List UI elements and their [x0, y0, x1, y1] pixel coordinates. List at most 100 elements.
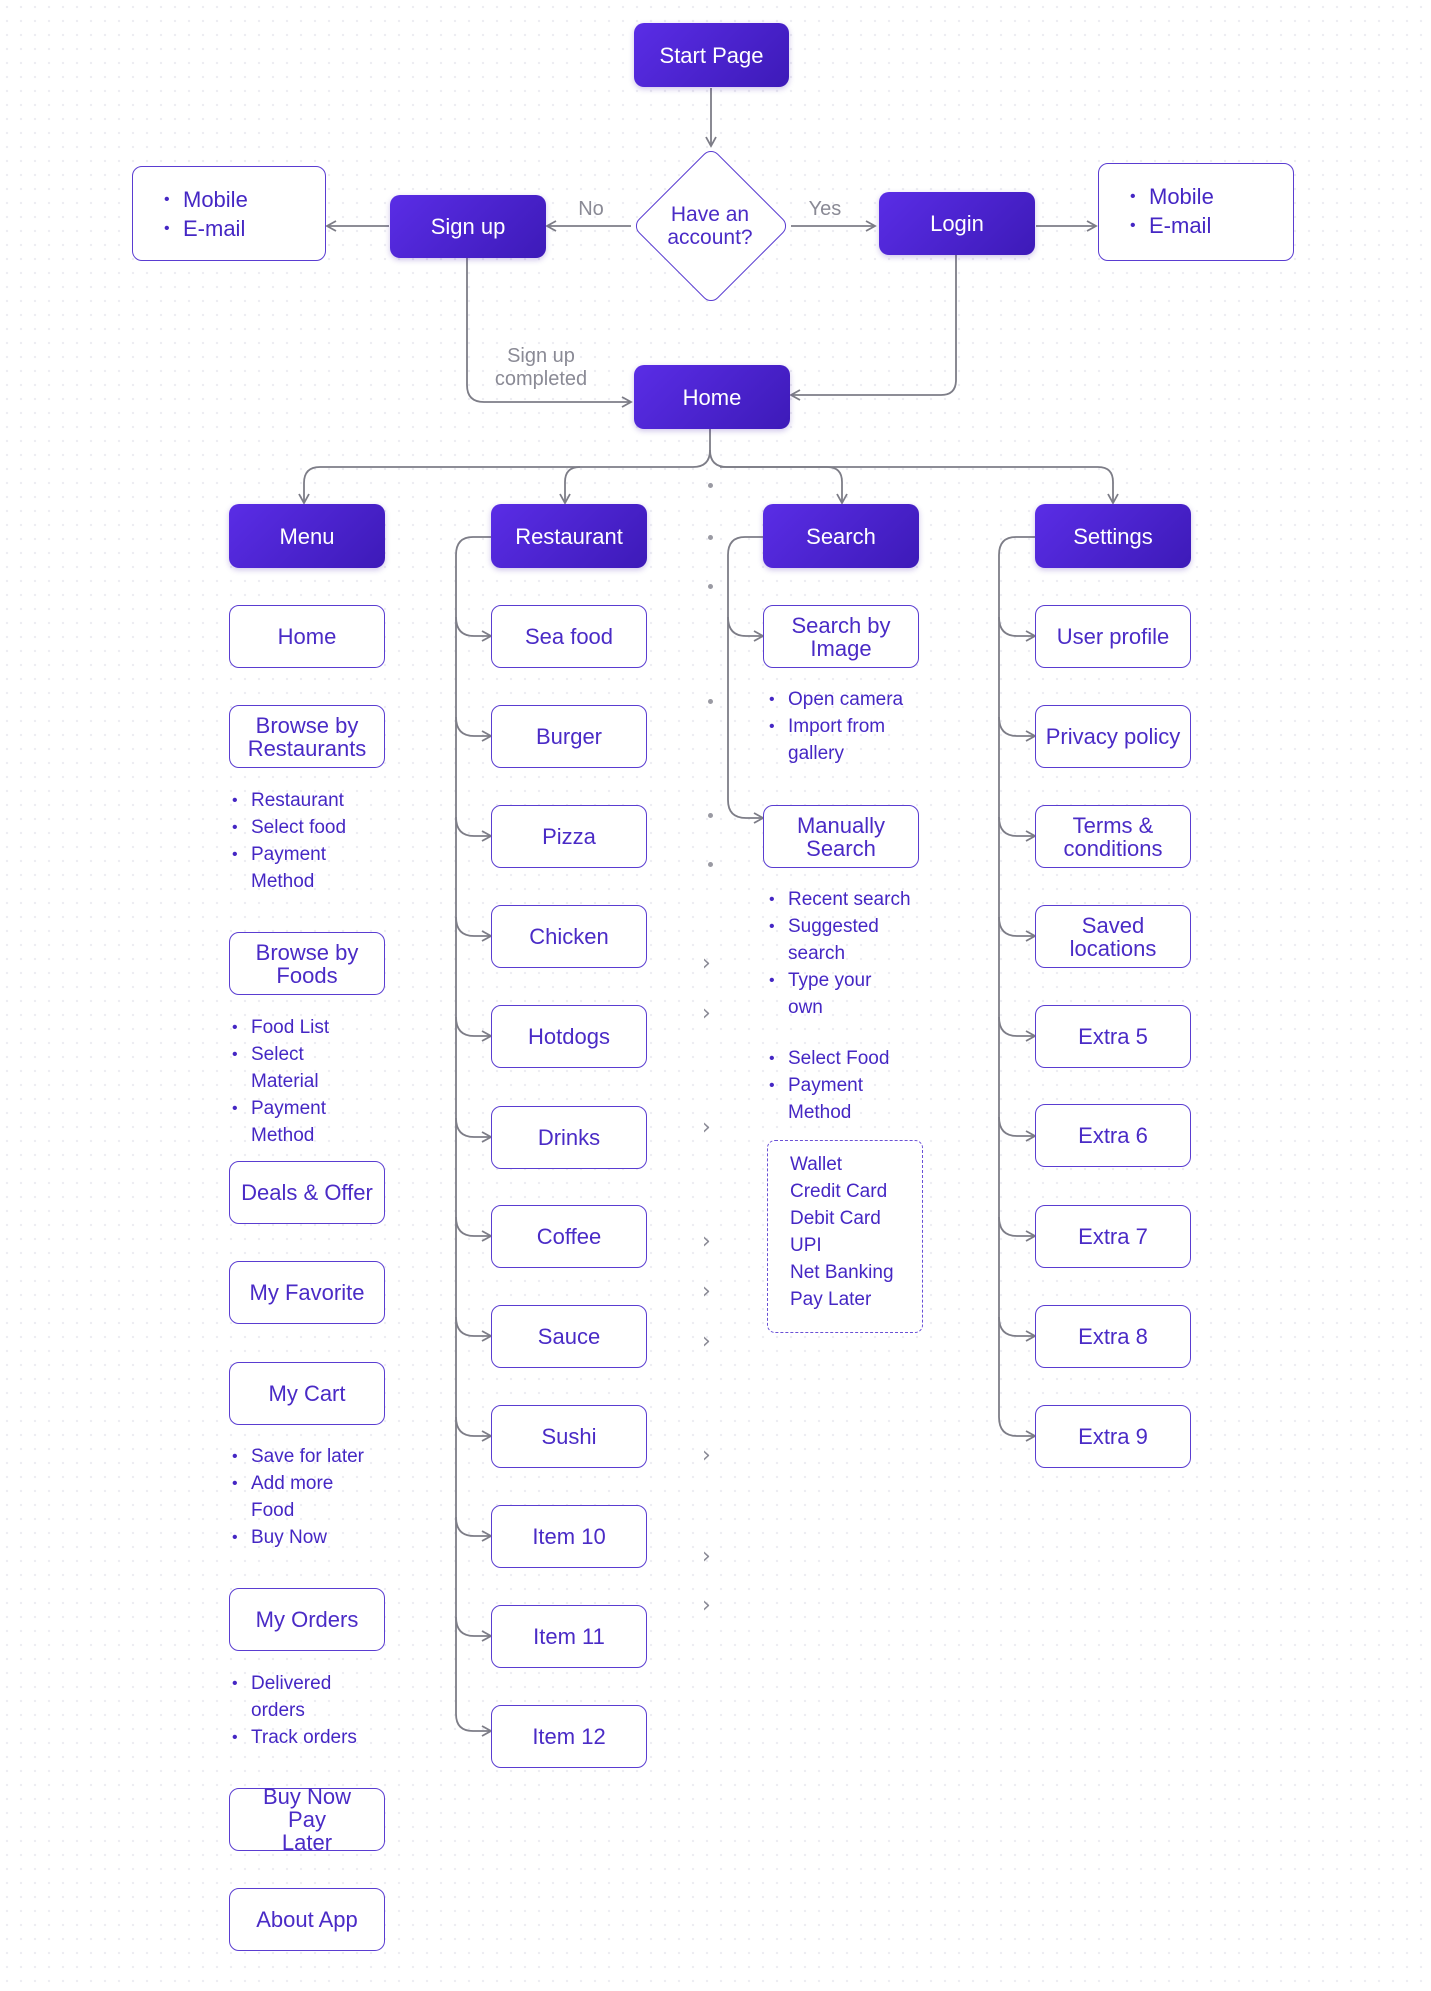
browse-foods-steps: Food List Select Material Payment Method	[231, 1014, 361, 1149]
payment-upi: UPI	[790, 1235, 822, 1256]
login-methods-box: Mobile E-mail	[1098, 163, 1294, 261]
option-open-camera: Open camera	[768, 686, 928, 713]
chevron-right-icon: ›	[702, 1593, 711, 1618]
restaurant-item-coffee[interactable]: Coffee	[491, 1205, 647, 1268]
browse-restaurants-steps: Restaurant Select food Payment Method	[231, 787, 381, 895]
search-image-options: Open camera Import from gallery	[768, 686, 928, 767]
restaurant-item-sauce[interactable]: Sauce	[491, 1305, 647, 1368]
restaurant-item-12[interactable]: Item 12	[491, 1705, 647, 1768]
settings-saved-locations[interactable]: Saved locations	[1035, 905, 1191, 968]
payment-credit-card: Credit Card	[790, 1181, 888, 1202]
option-recent-search: Recent search	[768, 886, 928, 913]
payment-debit-card: Debit Card	[790, 1208, 881, 1229]
cart-actions: Save for later Add more Food Buy Now	[231, 1443, 381, 1551]
edge-login-home	[789, 254, 957, 401]
no-label: No	[578, 198, 604, 220]
settings-privacy-policy[interactable]: Privacy policy	[1035, 705, 1191, 768]
chevron-right-icon: ›	[702, 1229, 711, 1254]
menu-home[interactable]: Home	[229, 605, 385, 668]
yes-label: Yes	[808, 198, 842, 220]
connector-dot	[708, 483, 713, 488]
payment-pay-later: Pay Later	[790, 1289, 872, 1310]
settings-extra-9[interactable]: Extra 9	[1035, 1405, 1191, 1468]
restaurant-node[interactable]: Restaurant	[491, 504, 647, 568]
connector-dot	[708, 535, 713, 540]
step-select-food: Select food	[231, 814, 381, 841]
step-select-material: Select Material	[231, 1041, 329, 1095]
restaurant-item-sea-food[interactable]: Sea food	[491, 605, 647, 668]
settings-user-profile[interactable]: User profile	[1035, 605, 1191, 668]
option-suggested-search: Suggested search	[768, 913, 898, 967]
settings-extra-6[interactable]: Extra 6	[1035, 1104, 1191, 1167]
menu-my-cart[interactable]: My Cart	[229, 1362, 385, 1425]
menu-browse-foods[interactable]: Browse by Foods	[229, 932, 385, 995]
chevron-right-icon: ›	[702, 951, 711, 976]
chevron-right-icon: ›	[702, 1443, 711, 1468]
step-restaurant: Restaurant	[231, 787, 381, 814]
signup-completed-label: Sign up completed	[494, 345, 588, 390]
manual-search-options: Recent search Suggested search Type your…	[768, 886, 928, 1021]
restaurant-item-hotdogs[interactable]: Hotdogs	[491, 1005, 647, 1068]
step-payment-method: Payment Method	[231, 841, 341, 895]
login-method-email: E-mail	[1129, 211, 1273, 240]
connector-dot	[708, 699, 713, 704]
orders-delivered: Delivered orders	[231, 1670, 351, 1724]
chevron-right-icon: ›	[702, 1001, 711, 1026]
signup-method-mobile: Mobile	[163, 185, 305, 214]
restaurant-item-burger[interactable]: Burger	[491, 705, 647, 768]
settings-node[interactable]: Settings	[1035, 504, 1191, 568]
signup-methods-box: Mobile E-mail	[132, 166, 326, 261]
step-food-list: Food List	[231, 1014, 361, 1041]
chevron-right-icon: ›	[702, 1115, 711, 1140]
login-method-mobile: Mobile	[1129, 182, 1273, 211]
search-node[interactable]: Search	[763, 504, 919, 568]
restaurant-item-sushi[interactable]: Sushi	[491, 1405, 647, 1468]
search-manually[interactable]: Manually Search	[763, 805, 919, 868]
chevron-right-icon: ›	[702, 1329, 711, 1354]
restaurant-item-drinks[interactable]: Drinks	[491, 1106, 647, 1169]
connector-dot	[708, 862, 713, 867]
payment-methods-box: Wallet Credit Card Debit Card UPI Net Ba…	[767, 1140, 923, 1333]
menu-my-favorite[interactable]: My Favorite	[229, 1261, 385, 1324]
start-page-node[interactable]: Start Page	[634, 23, 789, 87]
search-by-image[interactable]: Search by Image	[763, 605, 919, 668]
restaurant-item-pizza[interactable]: Pizza	[491, 805, 647, 868]
edge-signup-home	[466, 258, 633, 408]
chevron-right-icon: ›	[702, 1544, 711, 1569]
cart-save-later: Save for later	[231, 1443, 381, 1470]
search-order-steps: Select Food Payment Method	[768, 1045, 928, 1126]
settings-extra-8[interactable]: Extra 8	[1035, 1305, 1191, 1368]
menu-buy-now-pay-later[interactable]: Buy Now Pay Later	[229, 1785, 385, 1854]
orders-actions: Delivered orders Track orders	[231, 1670, 381, 1751]
chevron-right-icon: ›	[702, 1279, 711, 1304]
login-node[interactable]: Login	[879, 192, 1035, 255]
step-payment-method-foods: Payment Method	[231, 1095, 341, 1149]
orders-track: Track orders	[231, 1724, 381, 1751]
menu-my-orders[interactable]: My Orders	[229, 1588, 385, 1651]
cart-add-more: Add more Food	[231, 1470, 351, 1524]
restaurant-item-10[interactable]: Item 10	[491, 1505, 647, 1568]
settings-extra-7[interactable]: Extra 7	[1035, 1205, 1191, 1268]
signup-node[interactable]: Sign up	[390, 195, 546, 258]
connector-dot	[708, 813, 713, 818]
menu-browse-restaurants[interactable]: Browse by Restaurants	[229, 705, 385, 768]
signup-method-email: E-mail	[163, 214, 305, 243]
menu-deals-offer[interactable]: Deals & Offer	[229, 1161, 385, 1224]
decision-label: Have an account?	[667, 203, 753, 249]
menu-about-app[interactable]: About App	[229, 1888, 385, 1951]
option-type-your-own: Type your own	[768, 967, 888, 1021]
home-node[interactable]: Home	[634, 365, 790, 429]
settings-terms[interactable]: Terms & conditions	[1035, 805, 1191, 868]
settings-extra-5[interactable]: Extra 5	[1035, 1005, 1191, 1068]
payment-net-banking: Net Banking	[790, 1262, 894, 1283]
restaurant-item-11[interactable]: Item 11	[491, 1605, 647, 1668]
step-payment-method-search: Payment Method	[768, 1072, 878, 1126]
cart-buy-now: Buy Now	[231, 1524, 381, 1551]
restaurant-item-chicken[interactable]: Chicken	[491, 905, 647, 968]
step-select-food-search: Select Food	[768, 1045, 928, 1072]
option-import-gallery: Import from gallery	[768, 713, 908, 767]
payment-wallet: Wallet	[790, 1154, 843, 1175]
connector-dot	[708, 584, 713, 589]
menu-node[interactable]: Menu	[229, 504, 385, 568]
